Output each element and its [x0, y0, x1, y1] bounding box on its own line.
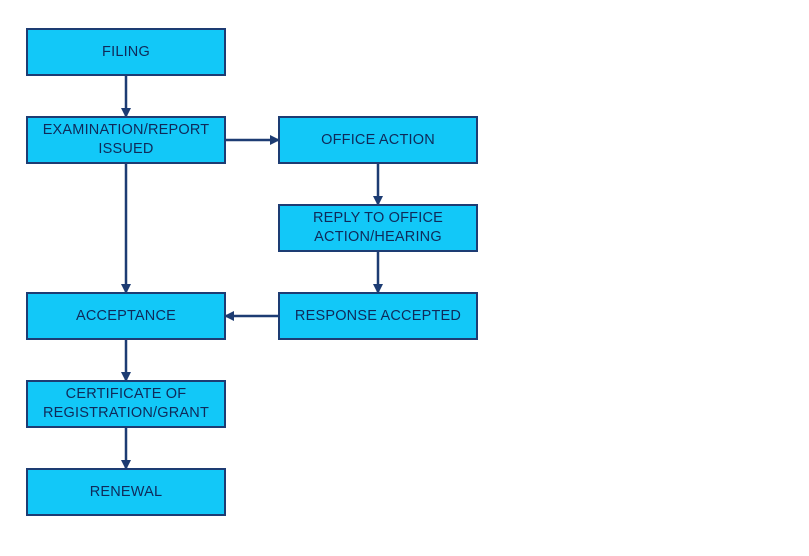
certificate-label: CERTIFICATE OF REGISTRATION/GRANT — [42, 386, 210, 421]
certificate-box: CERTIFICATE OF REGISTRATION/GRANT — [26, 380, 226, 428]
office-action-box: OFFICE ACTION — [278, 116, 478, 164]
renewal-box: RENEWAL — [26, 468, 226, 516]
acceptance-label: ACCEPTANCE — [75, 307, 177, 324]
examination-report-label: EXAMINATION/REPORT ISSUED — [42, 122, 210, 157]
acceptance-box: ACCEPTANCE — [26, 292, 226, 340]
response-accepted-box: RESPONSE ACCEPTED — [278, 292, 478, 340]
reply-to-office-action-box: REPLY TO OFFICE ACTION/HEARING — [278, 204, 478, 252]
examination-report-box: EXAMINATION/REPORT ISSUED — [26, 116, 226, 164]
filing-box: FILING — [26, 28, 226, 76]
renewal-label: RENEWAL — [89, 483, 163, 500]
response-accepted-label: RESPONSE ACCEPTED — [294, 307, 462, 324]
filing-label: FILING — [102, 43, 150, 60]
office-action-label: OFFICE ACTION — [321, 131, 435, 148]
reply-to-office-action-label: REPLY TO OFFICE ACTION/HEARING — [312, 210, 444, 245]
